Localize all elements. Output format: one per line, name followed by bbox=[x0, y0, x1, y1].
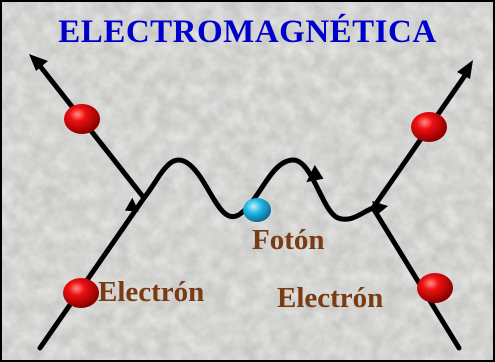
electron-particle-bottom-right bbox=[417, 273, 453, 303]
arrow-left-outgoing bbox=[29, 54, 48, 71]
arrow-right-outgoing bbox=[457, 60, 473, 79]
electron-line-left-incoming bbox=[37, 195, 147, 351]
electron-particle-bottom-left bbox=[63, 278, 99, 308]
electron-line-left-outgoing bbox=[37, 63, 147, 201]
electron-label-right: Electrón bbox=[277, 282, 384, 314]
photon-label: Fotón bbox=[252, 224, 325, 256]
electron-particle-top-right bbox=[411, 112, 447, 142]
electron-line-right-outgoing bbox=[370, 71, 469, 211]
diagram-title: ELECTROMAGNÉTICA bbox=[58, 14, 437, 50]
electron-line-right-incoming bbox=[370, 205, 462, 351]
photon-wave bbox=[141, 157, 376, 222]
arrow-left-incoming bbox=[124, 197, 139, 212]
electron-particle-top-left bbox=[64, 104, 100, 134]
photon-arrow bbox=[306, 164, 324, 183]
electron-label-left: Electrón bbox=[98, 276, 205, 308]
photon-particle bbox=[243, 198, 271, 222]
